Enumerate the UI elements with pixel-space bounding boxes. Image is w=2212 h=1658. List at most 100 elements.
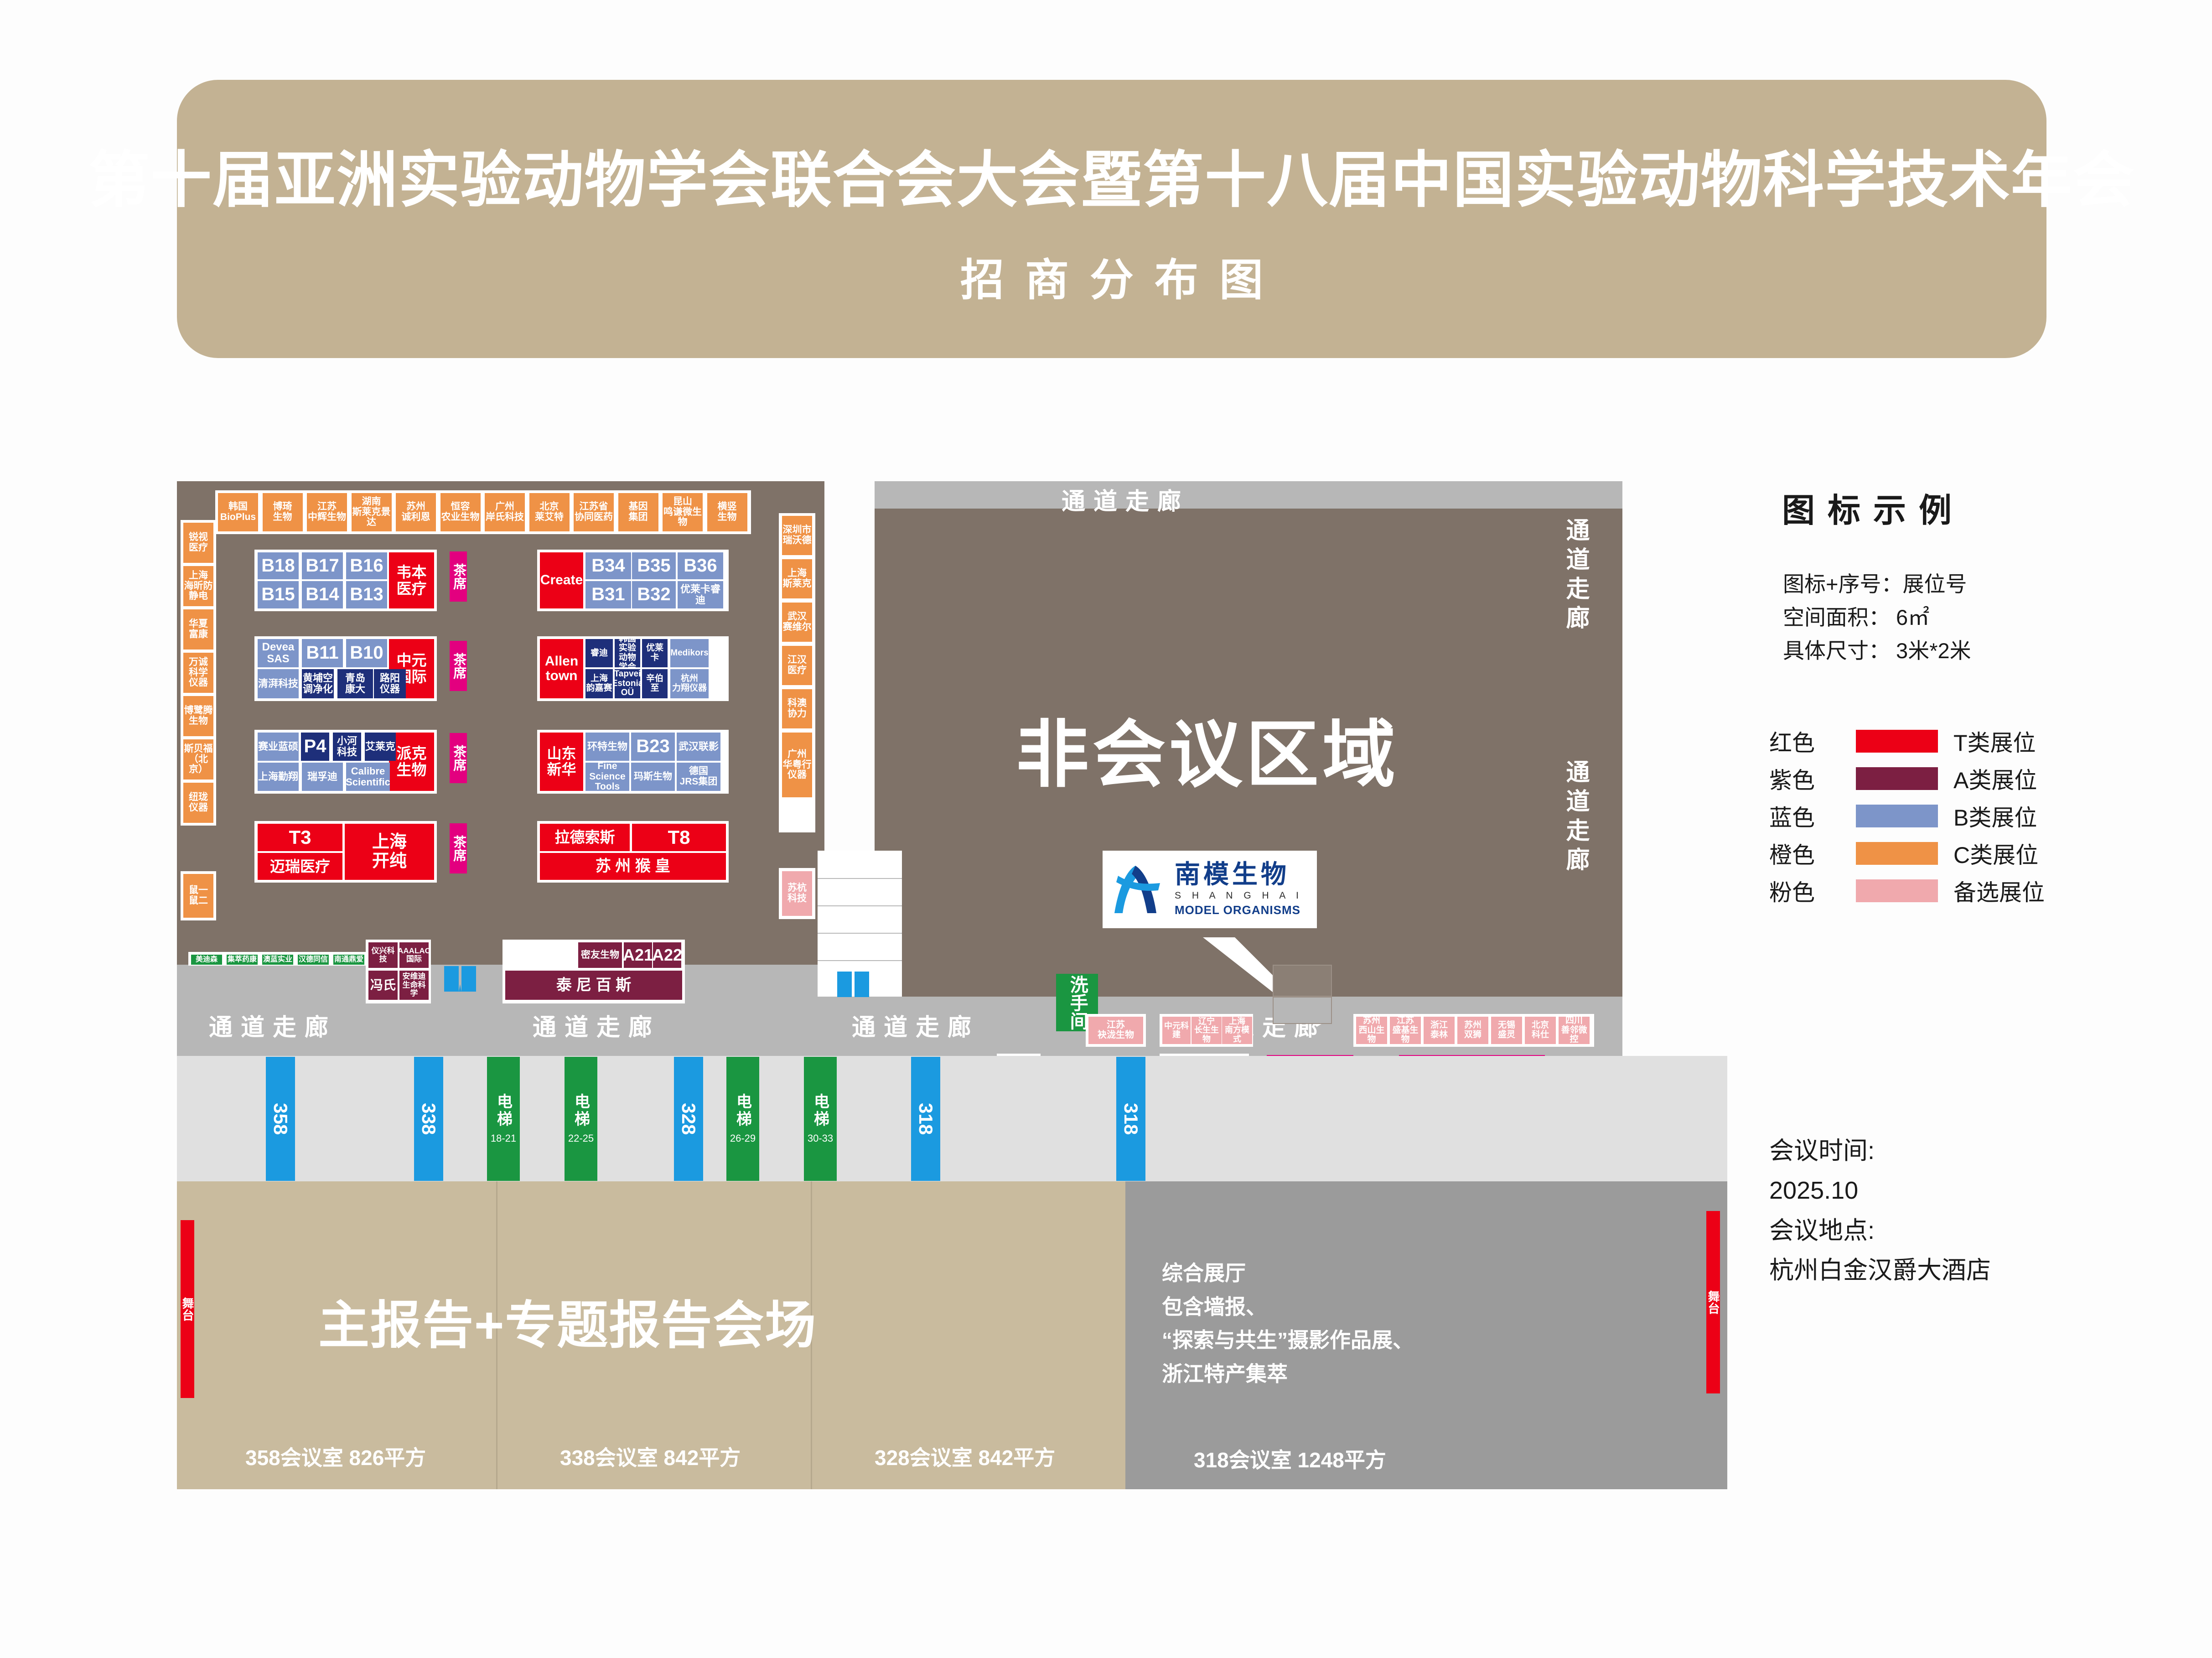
booth-c3-bot-2[interactable]: 瑞孚迪 bbox=[302, 763, 343, 791]
booth-c7-bot-3[interactable]: 德国 JRS集团 bbox=[677, 763, 720, 791]
booth-shanghai-kaichun[interactable]: 上海 开纯 bbox=[345, 824, 434, 880]
booth-left-2[interactable]: 上海 海昕防 静电 bbox=[183, 566, 213, 606]
booth-c3-bot-3[interactable]: Calibre Scientific bbox=[346, 763, 390, 791]
booth-pink3-1[interactable]: 苏州 西山生物 bbox=[1356, 1017, 1387, 1044]
booth-left-3[interactable]: 华夏 富康 bbox=[183, 609, 213, 650]
booth-c5-bot-2[interactable]: B32 bbox=[632, 581, 676, 608]
booth-top-6[interactable]: 恒容 农业生物 bbox=[440, 493, 481, 531]
booth-pink3-2[interactable]: 江苏 盛基生物 bbox=[1390, 1017, 1421, 1044]
booth-pl-bot-1[interactable]: 冯氏 bbox=[368, 971, 398, 1000]
booth-c6-top-4[interactable]: Medikors bbox=[670, 639, 709, 667]
booth-c3-bot-1[interactable]: 上海勤翔 bbox=[258, 763, 299, 791]
booth-pl-top-2[interactable]: AAALAC国际 bbox=[399, 942, 429, 968]
booth-green-2[interactable]: 集萃药康 bbox=[227, 955, 258, 965]
booth-left-extra[interactable]: 鼠一 鼠二 bbox=[183, 874, 213, 918]
booth-pink3-5[interactable]: 无锡 盛灵 bbox=[1491, 1017, 1522, 1044]
booth-pl-top-1[interactable]: 仪兴科技 bbox=[368, 942, 398, 968]
booth-B34[interactable]: B34 bbox=[585, 552, 631, 579]
booth-left-4[interactable]: 万诚 科学 仪器 bbox=[183, 653, 213, 693]
booth-left-7[interactable]: 纽珑 仪器 bbox=[183, 783, 213, 823]
booth-right-5[interactable]: 科澳 协力 bbox=[782, 689, 812, 728]
booth-pink3-6[interactable]: 北京 科仕 bbox=[1525, 1017, 1556, 1044]
booth-c6-bot-1[interactable]: 上海 韵嘉赛 bbox=[585, 669, 613, 698]
booth-c7-top-3[interactable]: 武汉联影 bbox=[677, 733, 720, 761]
booth-mindray-medical[interactable]: 迈瑞医疗 bbox=[258, 853, 342, 880]
booth-left-5[interactable]: 博鹭腾 生物 bbox=[183, 696, 213, 736]
booth-pr-top-3[interactable]: A22 bbox=[653, 942, 681, 968]
booth-top-3[interactable]: 江苏 中辉生物 bbox=[307, 493, 347, 531]
booth-tecniplast[interactable]: 泰 尼 百 斯 bbox=[505, 971, 682, 1000]
booth-c2-bot-4[interactable]: 路阳 仪器 bbox=[374, 669, 406, 698]
booth-top-5[interactable]: 苏州 诚利恩 bbox=[396, 493, 436, 531]
booth-green-5[interactable]: 南通鼎爱 bbox=[333, 955, 364, 965]
booth-c3-top-2[interactable]: P4 bbox=[301, 733, 329, 761]
booth-c7-top-1[interactable]: 环特生物 bbox=[585, 733, 629, 761]
booth-right-extra[interactable]: 苏杭 科技 bbox=[782, 871, 812, 916]
booth-c7-bot-2[interactable]: 玛斯生物 bbox=[631, 763, 675, 791]
booth-pink3-4[interactable]: 苏州 双狮 bbox=[1457, 1017, 1488, 1044]
booth-c2-top-1[interactable]: Devea SAS bbox=[258, 639, 299, 667]
booth-shandong-xinhua[interactable]: 山东 新华 bbox=[540, 733, 583, 791]
booth-c2-top-3[interactable]: B10 bbox=[346, 639, 387, 667]
booth-pr-top-2[interactable]: A21 bbox=[624, 942, 652, 968]
booth-weiben-medical[interactable]: 韦本 医疗 bbox=[389, 552, 434, 608]
booth-c3-top-1[interactable]: 赛业蓝硕 bbox=[258, 733, 299, 761]
booth-ladesuosi[interactable]: 拉德索斯 bbox=[540, 824, 630, 851]
booth-B16[interactable]: B16 bbox=[346, 552, 387, 579]
booth-top-4[interactable]: 湖南 斯莱克景达 bbox=[351, 493, 392, 531]
booth-top-11[interactable]: 昆山 鸣谦微生物 bbox=[663, 493, 703, 531]
booth-top-10[interactable]: 基因 集团 bbox=[618, 493, 658, 531]
booth-c2-top-2[interactable]: B11 bbox=[302, 639, 343, 667]
booth-c6-bot-4[interactable]: 杭州 力翔仪器 bbox=[670, 669, 709, 698]
booth-pink3-3[interactable]: 浙江 泰林 bbox=[1424, 1017, 1455, 1044]
booth-top-8[interactable]: 北京 莱艾特 bbox=[529, 493, 570, 531]
booth-B14[interactable]: B14 bbox=[302, 581, 343, 608]
booth-right-1[interactable]: 深圳市 瑞沃德 bbox=[782, 516, 812, 555]
booth-zhongyuan-international[interactable]: 中元 国际 bbox=[389, 639, 434, 698]
booth-t8[interactable]: T8 bbox=[632, 824, 726, 851]
booth-pink2-2[interactable]: 辽宁 长生生物 bbox=[1191, 1017, 1222, 1044]
booth-B36[interactable]: B36 bbox=[678, 552, 723, 579]
booth-t3[interactable]: T3 bbox=[258, 824, 342, 851]
booth-top-1[interactable]: 韩国 BioPlus bbox=[218, 493, 258, 531]
booth-right-6[interactable]: 广州 华粤行 仪器 bbox=[782, 733, 812, 797]
booth-c2-bot-2[interactable]: 黄埔空调净化 bbox=[302, 669, 334, 698]
booth-c7-top-2[interactable]: B23 bbox=[631, 733, 675, 761]
booth-c3-top-4[interactable]: 艾莱克 bbox=[365, 733, 396, 761]
booth-pink2-3[interactable]: 上海 南方模式 bbox=[1222, 1017, 1252, 1044]
booth-c5-bot-1[interactable]: B31 bbox=[585, 581, 631, 608]
booth-B13[interactable]: B13 bbox=[346, 581, 387, 608]
booth-suzhou-houhuang[interactable]: 苏 州 猴 皇 bbox=[540, 853, 726, 880]
booth-c5-bot-3[interactable]: 优莱卡睿迪 bbox=[678, 581, 723, 608]
booth-pink1-1[interactable]: 江苏 袂泷生物 bbox=[1088, 1017, 1143, 1044]
booth-B18[interactable]: B18 bbox=[258, 552, 299, 579]
booth-B15[interactable]: B15 bbox=[258, 581, 299, 608]
booth-c6-bot-3[interactable]: 辛伯至 bbox=[642, 669, 668, 698]
booth-top-9[interactable]: 江苏省 协同医药 bbox=[574, 493, 614, 531]
booth-B17[interactable]: B17 bbox=[302, 552, 343, 579]
booth-c6-top-2[interactable]: 韩国实验 动物学会 bbox=[615, 639, 640, 667]
booth-c2-bot-3[interactable]: 青岛 康大 bbox=[337, 669, 373, 698]
booth-right-2[interactable]: 上海 斯莱克 bbox=[782, 559, 812, 598]
booth-c7-bot-1[interactable]: Fine Science Tools bbox=[585, 763, 629, 791]
booth-left-6[interactable]: 斯贝福 （北京） bbox=[183, 739, 213, 780]
booth-pink3-7[interactable]: 四川 善邻微控 bbox=[1559, 1017, 1590, 1044]
booth-green-4[interactable]: 汉德同信 bbox=[298, 955, 329, 965]
booth-top-7[interactable]: 广州 岸氏科技 bbox=[485, 493, 525, 531]
booth-allentown[interactable]: Allen town bbox=[540, 639, 583, 698]
booth-pl-bot-2[interactable]: 安维迪 生命科学 bbox=[399, 971, 429, 1000]
booth-B35[interactable]: B35 bbox=[632, 552, 676, 579]
booth-pr-top-1[interactable]: 密友生物 bbox=[578, 942, 622, 968]
booth-create[interactable]: Create bbox=[540, 552, 583, 608]
booth-parker-bio[interactable]: 派克 生物 bbox=[389, 733, 434, 791]
booth-top-12[interactable]: 横竖 生物 bbox=[707, 493, 747, 531]
booth-c6-bot-2[interactable]: Tapvei Estonia OÜ bbox=[615, 669, 640, 698]
booth-pink2-1[interactable]: 中元科建 bbox=[1162, 1017, 1191, 1044]
booth-c6-top-3[interactable]: 优莱卡 bbox=[642, 639, 668, 667]
booth-c6-top-1[interactable]: 睿迪 bbox=[585, 639, 613, 667]
booth-c2-bot-1[interactable]: 清湃科技 bbox=[258, 669, 299, 698]
